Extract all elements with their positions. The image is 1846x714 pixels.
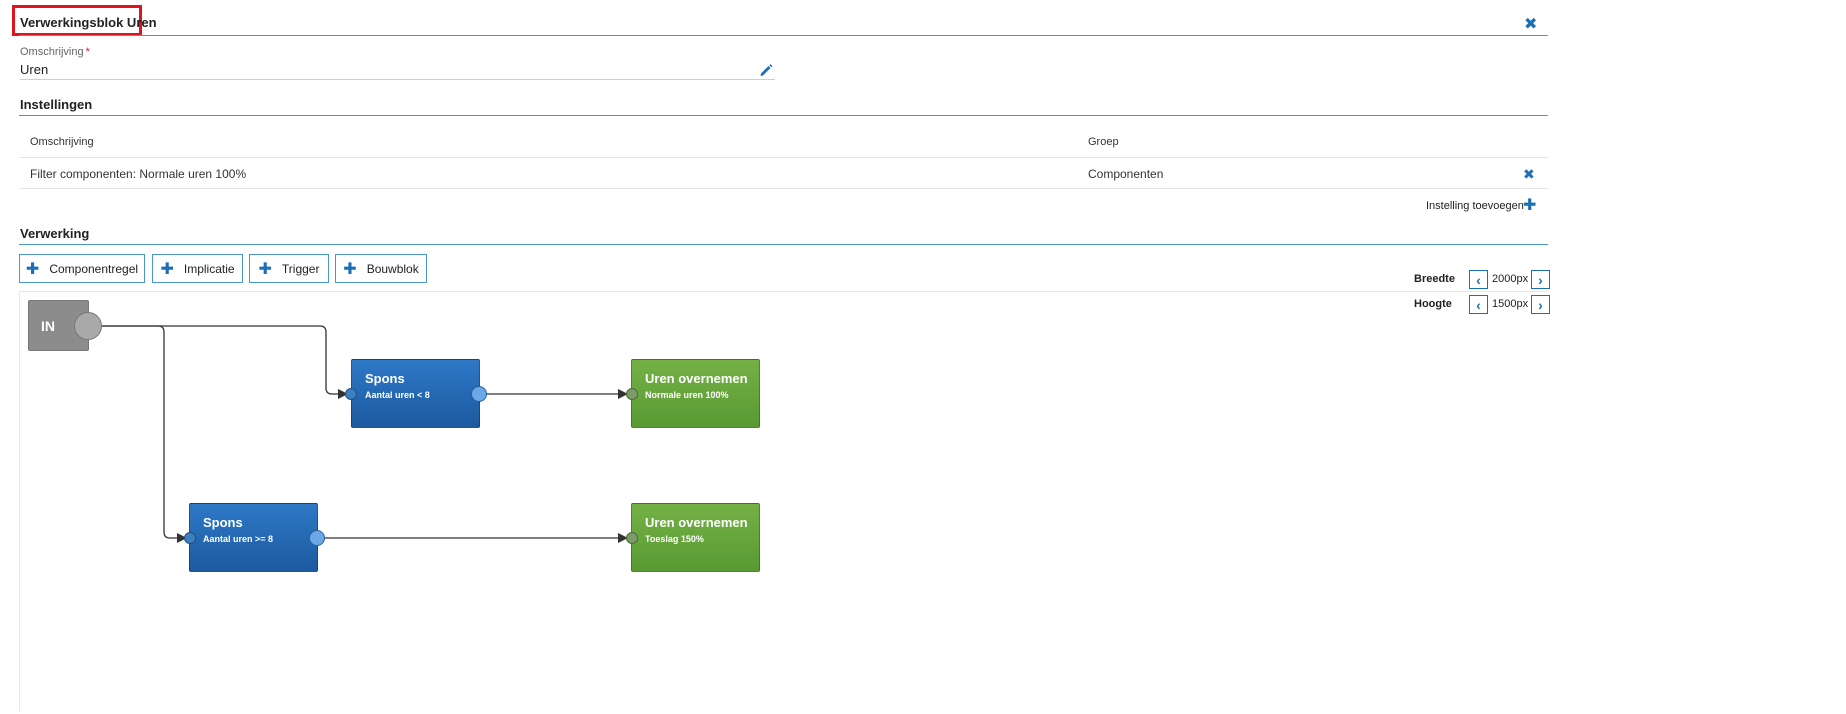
in-node-label: IN	[41, 317, 55, 334]
uren-overnemen-1-input-port[interactable]	[626, 388, 638, 400]
connector-in-to-spons-2	[101, 325, 187, 543]
column-header-groep: Groep	[1088, 136, 1119, 148]
page-title: Verwerkingsblok Uren	[20, 15, 157, 30]
instellingen-section-title: Instellingen	[20, 97, 93, 112]
node-subtitle: Aantal uren < 8	[365, 390, 430, 400]
node-subtitle: Aantal uren >= 8	[203, 534, 274, 544]
canvas-border	[19, 291, 1548, 292]
flow-node-uren-overnemen-1[interactable]: Uren overnemen Normale uren 100%	[631, 359, 760, 428]
spons-1-output-port[interactable]	[471, 386, 487, 402]
required-marker: *	[85, 46, 90, 58]
node-subtitle: Toeslag 150%	[645, 534, 704, 544]
column-header-omschrijving: Omschrijving	[30, 136, 94, 148]
breedte-increase-button[interactable]: ›	[1531, 270, 1550, 289]
add-implicatie-button[interactable]: ✚Implicatie	[152, 254, 243, 283]
plus-icon: ✚	[258, 260, 272, 278]
flow-node-spons-2[interactable]: Spons Aantal uren >= 8	[189, 503, 318, 572]
add-setting-link[interactable]: Instelling toevoegen	[1426, 200, 1524, 212]
chevron-right-icon: ›	[1538, 271, 1543, 288]
canvas-border-left	[19, 291, 20, 711]
chevron-left-icon: ‹	[1476, 296, 1481, 313]
flow-node-uren-overnemen-2[interactable]: Uren overnemen Toeslag 150%	[631, 503, 760, 572]
spons-1-input-port[interactable]	[345, 388, 357, 400]
plus-icon: ✚	[343, 260, 357, 278]
table-cell-groep: Componenten	[1088, 167, 1164, 181]
node-subtitle: Normale uren 100%	[645, 390, 729, 400]
hoogte-value: 1500px	[1492, 298, 1529, 310]
chevron-right-icon: ›	[1538, 296, 1543, 313]
verwerking-section-title: Verwerking	[20, 226, 90, 241]
node-title: Spons	[203, 515, 243, 530]
plus-icon: ✚	[25, 260, 40, 278]
omschrijving-field-underline	[20, 79, 775, 80]
hoogte-increase-button[interactable]: ›	[1531, 295, 1550, 314]
node-title: Uren overnemen	[645, 515, 748, 530]
node-title: Spons	[365, 371, 405, 386]
omschrijving-field-value[interactable]: Uren	[20, 62, 49, 77]
breedte-decrease-button[interactable]: ‹	[1469, 270, 1488, 289]
table-header-divider	[19, 157, 1548, 158]
table-row-divider	[19, 188, 1548, 189]
spons-2-input-port[interactable]	[184, 532, 196, 544]
instellingen-divider	[19, 115, 1548, 116]
breedte-label: Breedte	[1414, 273, 1455, 285]
header-divider	[19, 35, 1548, 36]
plus-icon[interactable]: ✚	[1523, 197, 1537, 214]
hoogte-label: Hoogte	[1414, 298, 1452, 310]
add-bouwblok-button[interactable]: ✚Bouwblok	[335, 254, 427, 283]
uren-overnemen-2-input-port[interactable]	[626, 532, 638, 544]
spons-2-output-port[interactable]	[309, 530, 325, 546]
close-icon[interactable]: ✖	[1524, 16, 1538, 33]
breedte-value: 2000px	[1492, 273, 1529, 285]
hoogte-decrease-button[interactable]: ‹	[1469, 295, 1488, 314]
omschrijving-field-label: Omschrijving*	[20, 46, 90, 58]
title-highlight-box	[12, 5, 142, 36]
add-trigger-button[interactable]: ✚Trigger	[249, 254, 329, 283]
chevron-left-icon: ‹	[1476, 271, 1481, 288]
delete-row-icon[interactable]: ✖	[1523, 166, 1535, 182]
add-componentregel-button[interactable]: ✚Componentregel	[19, 254, 145, 283]
node-title: Uren overnemen	[645, 371, 748, 386]
flow-node-spons-1[interactable]: Spons Aantal uren < 8	[351, 359, 480, 428]
plus-icon: ✚	[160, 260, 174, 278]
verwerking-divider	[19, 244, 1548, 245]
connector-in-to-spons-1	[101, 325, 348, 399]
table-cell-omschrijving: Filter componenten: Normale uren 100%	[30, 167, 247, 181]
in-node-output-port[interactable]	[74, 312, 102, 340]
pencil-icon[interactable]	[758, 62, 774, 78]
